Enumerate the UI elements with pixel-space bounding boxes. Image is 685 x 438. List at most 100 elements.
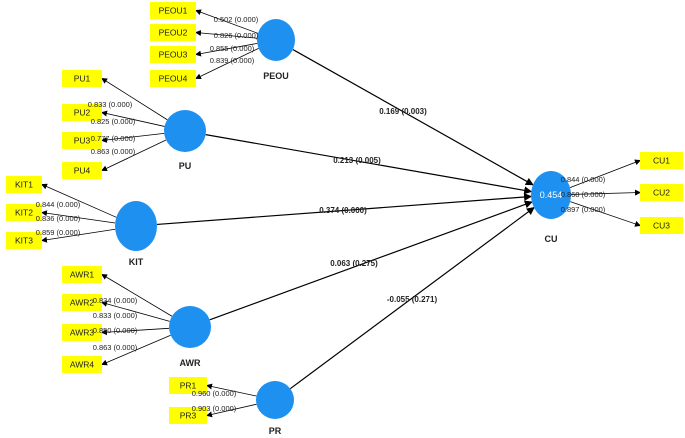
indicator-label-cu3: CU3 <box>653 221 670 231</box>
indicator-label-pu3: PU3 <box>74 136 91 146</box>
loading-value-pu3: 0.777 (0.000) <box>91 134 136 143</box>
path-arrow-peou-to-cu <box>292 49 534 186</box>
indicator-box-peou2 <box>150 24 196 41</box>
latent-label-kit: KIT <box>129 257 144 267</box>
indicator-box-kit2 <box>6 204 42 221</box>
loading-value-peou4: 0.839 (0.000) <box>210 56 255 65</box>
latent-node-awr <box>169 306 211 348</box>
indicator-box-pu2 <box>62 104 102 121</box>
latent-node-pr <box>256 381 294 419</box>
indicator-box-cu1 <box>640 152 683 169</box>
loading-value-awr3: 0.850 (0.000) <box>93 326 138 335</box>
loading-value-peou3: 0.855 (0.000) <box>210 44 255 53</box>
indicator-label-awr4: AWR4 <box>70 360 95 370</box>
indicator-box-kit1 <box>6 176 42 193</box>
loading-value-awr4: 0.863 (0.000) <box>93 343 138 352</box>
loading-value-kit3: 0.859 (0.000) <box>36 228 81 237</box>
loading-arrow-pu2 <box>101 110 165 127</box>
loading-arrow-peou1 <box>195 9 259 34</box>
loading-arrow-cu1 <box>569 159 641 188</box>
loading-arrow-pu1 <box>101 77 168 121</box>
indicator-box-cu3 <box>640 217 683 234</box>
loading-arrow-awr2 <box>101 300 170 322</box>
indicator-label-pu4: PU4 <box>74 166 91 176</box>
indicator-box-cu2 <box>640 184 683 201</box>
path-arrow-pr-to-cu <box>289 207 535 390</box>
indicator-box-peou1 <box>150 2 196 19</box>
latent-label-peou: PEOU <box>263 71 289 81</box>
latent-node-kit <box>115 201 157 251</box>
loading-value-awr1: 0.834 (0.000) <box>93 296 138 305</box>
latent-label-cu: CU <box>545 234 558 244</box>
indicator-box-peou4 <box>150 70 196 87</box>
nodes-layer <box>6 2 683 424</box>
indicator-label-peou3: PEOU3 <box>159 50 188 60</box>
loading-arrow-pu4 <box>101 139 167 172</box>
indicator-label-pu1: PU1 <box>74 74 91 84</box>
path-coefficient-peou: 0.169 (0.003) <box>379 107 427 116</box>
loading-arrow-awr3 <box>101 327 170 336</box>
indicator-label-pr3: PR3 <box>180 411 197 421</box>
indicator-box-awr1 <box>62 266 102 283</box>
path-coefficient-awr: 0.063 (0.275) <box>330 259 378 268</box>
loading-value-pu4: 0.863 (0.000) <box>91 147 136 156</box>
indicator-box-awr3 <box>62 324 102 341</box>
indicator-box-kit3 <box>6 232 42 249</box>
r-squared-value: 0.454 <box>540 190 563 200</box>
indicator-box-pu3 <box>62 132 102 149</box>
indicator-box-pu1 <box>62 70 102 87</box>
indicator-box-awr4 <box>62 356 102 373</box>
indicator-label-kit2: KIT2 <box>15 208 33 218</box>
indicator-label-peou1: PEOU1 <box>159 6 188 16</box>
loading-value-peou2: 0.826 (0.000) <box>214 31 259 40</box>
indicator-label-awr2: AWR2 <box>70 298 95 308</box>
loading-arrow-kit3 <box>41 228 116 243</box>
loading-arrow-pr3 <box>206 403 257 418</box>
loading-arrow-awr1 <box>101 273 173 317</box>
loading-arrow-kit2 <box>41 210 116 224</box>
latent-node-cu <box>531 171 571 219</box>
loading-arrow-pr1 <box>206 383 257 397</box>
indicator-label-pr1: PR1 <box>180 381 197 391</box>
indicator-box-pr1 <box>169 377 207 394</box>
path-arrow-pu-to-cu <box>205 134 533 195</box>
edges-layer <box>41 9 641 418</box>
path-coefficient-pu: 0.213 (0.005) <box>333 156 381 165</box>
latent-label-pu: PU <box>179 161 192 171</box>
loading-value-cu1: 0.844 (0.000) <box>561 175 606 184</box>
latent-label-awr: AWR <box>180 358 201 368</box>
indicator-box-pu4 <box>62 162 102 179</box>
loading-arrow-peou4 <box>195 48 259 80</box>
latent-node-peou <box>257 19 295 61</box>
indicator-label-cu2: CU2 <box>653 188 670 198</box>
loading-value-pr1: 0.960 (0.000) <box>192 389 237 398</box>
loading-arrow-awr4 <box>101 334 171 366</box>
indicator-box-peou3 <box>150 46 196 63</box>
indicator-label-kit1: KIT1 <box>15 180 33 190</box>
path-arrow-awr-to-cu <box>209 200 533 321</box>
loading-arrow-pu3 <box>101 132 165 143</box>
loading-arrow-cu2 <box>570 189 641 196</box>
loading-arrow-cu3 <box>570 201 641 227</box>
loading-value-awr2: 0.833 (0.000) <box>93 311 138 320</box>
loading-value-peou1: 0.502 (0.000) <box>214 15 259 24</box>
indicator-label-peou4: PEOU4 <box>159 74 188 84</box>
latent-label-pr: PR <box>269 426 282 436</box>
loading-value-cu3: 0.897 (0.000) <box>561 205 606 214</box>
loading-value-cu2: 0.868 (0.000) <box>561 190 606 199</box>
indicator-label-cu1: CU1 <box>653 156 670 166</box>
loading-value-pu2: 0.825 (0.000) <box>91 117 136 126</box>
indicator-box-awr2 <box>62 294 102 311</box>
indicator-label-kit3: KIT3 <box>15 236 33 246</box>
loading-arrow-peou3 <box>195 43 258 57</box>
indicator-label-awr1: AWR1 <box>70 270 95 280</box>
latent-node-pu <box>164 110 206 152</box>
loading-arrow-peou2 <box>195 29 258 39</box>
loading-value-pu1: 0.833 (0.000) <box>88 100 133 109</box>
loading-value-kit2: 0.836 (0.000) <box>36 214 81 223</box>
indicator-box-pr3 <box>169 407 207 424</box>
labels-layer: 0.169 (0.003) 0.213 (0.005) 0.374 (0.000) 0… <box>15 6 670 437</box>
loading-arrow-kit1 <box>41 183 117 218</box>
path-coefficient-kit: 0.374 (0.000) <box>319 206 367 215</box>
